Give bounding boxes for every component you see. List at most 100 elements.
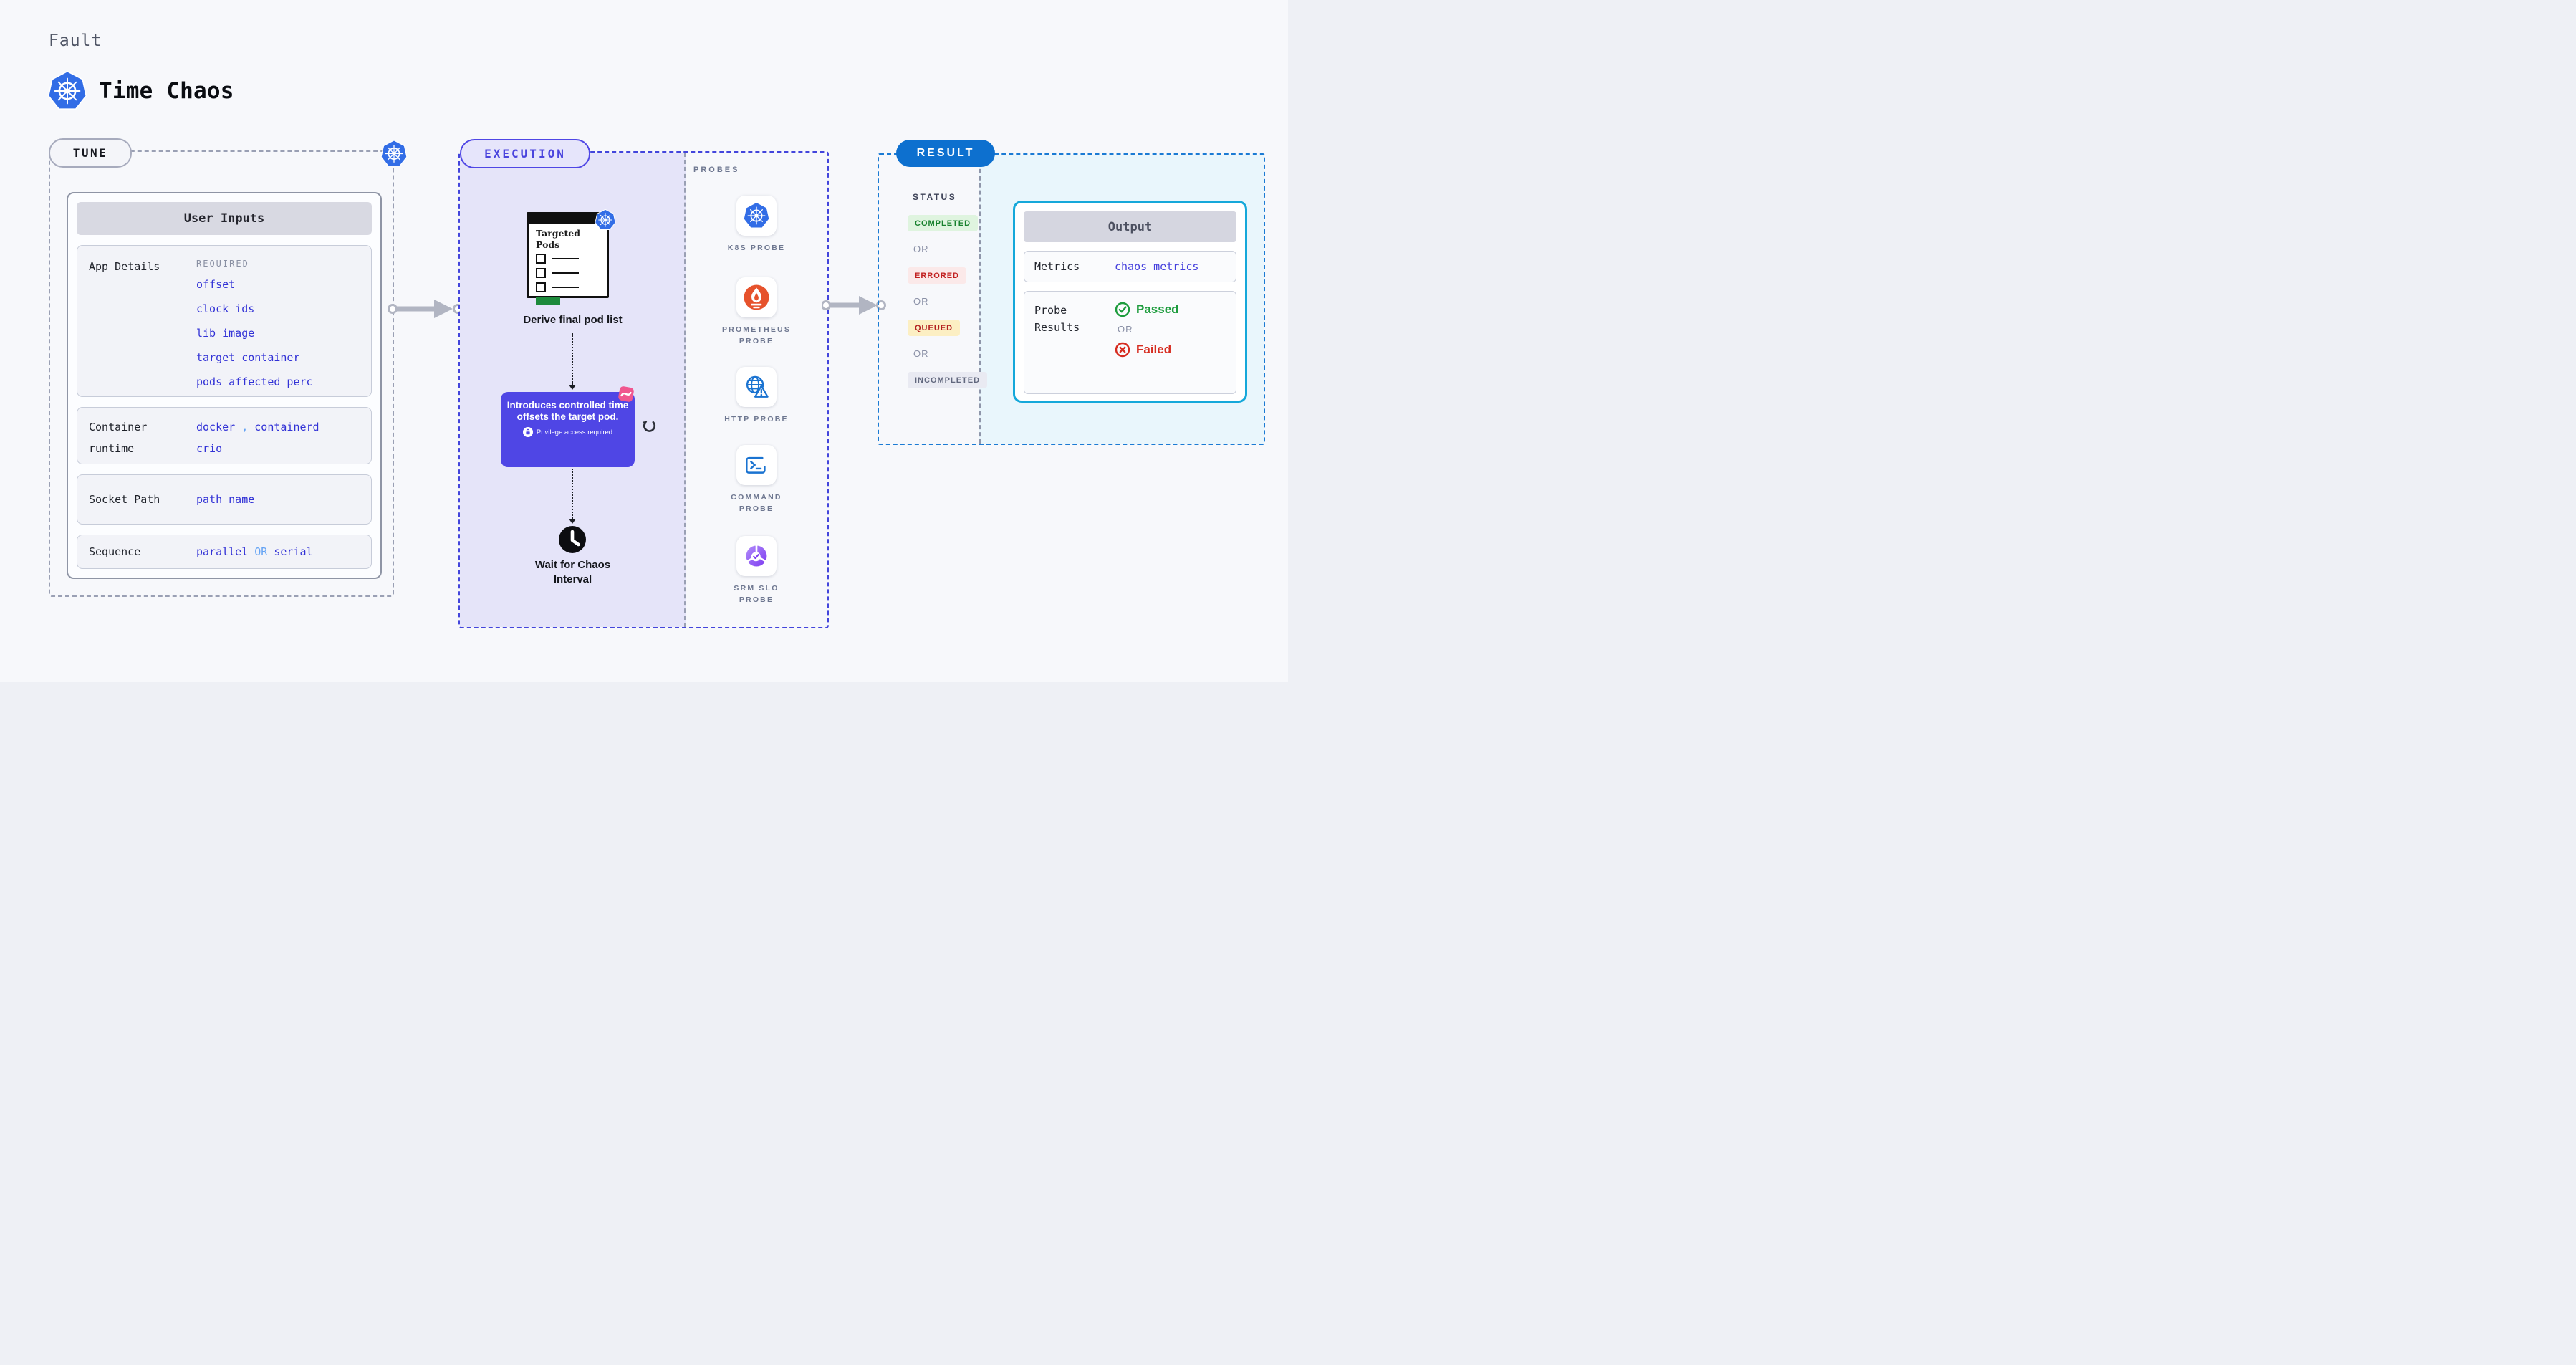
time-chaos-diagram: Fault Time Chaos TUNE User Inputs App De… bbox=[0, 0, 1288, 682]
page-title: Time Chaos bbox=[99, 78, 234, 104]
metrics-row: Metrics chaos metrics bbox=[1024, 251, 1236, 282]
page-title-row: Time Chaos bbox=[47, 70, 234, 112]
check-circle-icon bbox=[1115, 302, 1130, 317]
passed-result: Passed bbox=[1115, 302, 1179, 317]
wait-chaos-interval-label: Wait for Chaos Interval bbox=[460, 558, 686, 588]
execution-section: EXECUTION Targeted Pods Derive final pod… bbox=[458, 139, 829, 628]
passed-label: Passed bbox=[1136, 302, 1179, 316]
tooltip-note: Privilege access required bbox=[506, 427, 629, 438]
or-label: OR bbox=[913, 244, 929, 254]
command-probe-card bbox=[736, 445, 777, 485]
container-runtime-group: Container runtime docker , containerd cr… bbox=[77, 407, 372, 464]
group-label: Sequence bbox=[89, 545, 141, 558]
user-inputs-card: User Inputs App Details REQUIRED offset … bbox=[67, 192, 382, 579]
output-title: Output bbox=[1024, 211, 1236, 242]
x-circle-icon bbox=[1115, 342, 1130, 358]
or-label: OR bbox=[913, 296, 929, 307]
app-details-values: REQUIRED offset clock ids lib image targ… bbox=[196, 256, 313, 388]
dotted-connector bbox=[572, 333, 573, 385]
progress-bar bbox=[536, 297, 560, 305]
lock-icon bbox=[522, 427, 533, 438]
status-badge-completed: COMPLETED bbox=[908, 215, 979, 231]
runtime-line-1: docker , containerd bbox=[196, 416, 319, 438]
param-pods-affected-perc: pods affected perc bbox=[196, 375, 313, 388]
flow-arrow-execution-to-result bbox=[822, 296, 886, 315]
output-card: Output Metrics chaos metrics Probe Resul… bbox=[1013, 201, 1247, 403]
slo-donut-icon bbox=[743, 542, 770, 570]
group-label: Socket Path bbox=[89, 493, 160, 506]
loop-icon bbox=[643, 421, 656, 432]
param-clock-ids: clock ids bbox=[196, 302, 255, 315]
wait-line-2: Interval bbox=[553, 573, 592, 586]
kubernetes-icon bbox=[380, 139, 408, 168]
param-offset: offset bbox=[196, 278, 236, 291]
metrics-label: Metrics bbox=[1034, 260, 1080, 273]
checkbox-icon bbox=[536, 282, 546, 293]
runtime-values: docker , containerd crio bbox=[196, 416, 319, 455]
http-probe-card bbox=[736, 367, 777, 407]
terminal-icon bbox=[743, 451, 770, 479]
kubernetes-icon bbox=[743, 201, 770, 230]
flow-arrow-tune-to-execution bbox=[388, 297, 463, 320]
param-serial: serial bbox=[274, 545, 313, 558]
tune-section: TUNE User Inputs App Details REQUIRED of… bbox=[49, 138, 394, 597]
param-crio: crio bbox=[196, 442, 223, 455]
list-line bbox=[552, 287, 579, 289]
pod-list-item bbox=[536, 254, 600, 264]
param-containerd: containerd bbox=[254, 421, 319, 434]
tune-badge: TUNE bbox=[49, 138, 132, 168]
globe-warning-icon bbox=[743, 373, 770, 401]
pod-card-titlebar bbox=[529, 214, 607, 224]
group-label: Container runtime bbox=[89, 421, 148, 455]
derive-pod-list-label: Derive final pod list bbox=[523, 314, 623, 326]
status-list: COMPLETED OR ERRORED OR QUEUED OR INCOMP… bbox=[908, 215, 988, 388]
clock-icon bbox=[559, 526, 586, 553]
result-badge: RESULT bbox=[896, 140, 995, 167]
kubernetes-icon bbox=[595, 209, 616, 231]
param-parallel: parallel bbox=[196, 545, 249, 558]
status-divider bbox=[979, 155, 981, 444]
arrow-head-down bbox=[569, 385, 576, 390]
group-label: App Details bbox=[89, 260, 160, 273]
socket-path-group: Socket Path path name bbox=[77, 474, 372, 525]
tooltip-text: Introduces controlled time offsets the t… bbox=[506, 400, 629, 423]
required-tag: REQUIRED bbox=[196, 259, 249, 269]
k8s-probe-card bbox=[736, 196, 777, 236]
probe-label: SRM SLO PROBE bbox=[734, 584, 779, 604]
srm-slo-probe-card bbox=[736, 536, 777, 576]
prometheus-icon bbox=[743, 284, 770, 311]
tooltip-note-text: Privilege access required bbox=[536, 428, 613, 436]
or-separator: OR bbox=[254, 545, 268, 558]
dotted-connector bbox=[572, 469, 573, 519]
param-docker: docker bbox=[196, 421, 236, 434]
chaos-icon bbox=[618, 386, 634, 402]
list-line bbox=[552, 258, 579, 260]
targeted-pods-card: Targeted Pods bbox=[527, 212, 609, 305]
result-section: RESULT STATUS COMPLETED OR ERRORED OR QU… bbox=[878, 140, 1265, 445]
probe-label: HTTP PROBE bbox=[724, 415, 789, 423]
app-details-group: App Details REQUIRED offset clock ids li… bbox=[77, 245, 372, 397]
pod-list-item bbox=[536, 268, 600, 279]
param-target-container: target container bbox=[196, 351, 300, 364]
or-label: OR bbox=[913, 348, 929, 359]
status-badge-errored: ERRORED bbox=[908, 267, 967, 284]
comma-separator: , bbox=[241, 421, 249, 434]
param-lib-image: lib image bbox=[196, 327, 255, 340]
checkbox-icon bbox=[536, 268, 546, 279]
sequence-values: parallel OR serial bbox=[196, 541, 313, 562]
or-label: OR bbox=[1118, 324, 1133, 335]
sequence-group: Sequence parallel OR serial bbox=[77, 535, 372, 569]
status-badge-incompleted: INCOMPLETED bbox=[908, 372, 988, 388]
probes-heading: PROBES bbox=[693, 166, 740, 174]
failed-label: Failed bbox=[1136, 343, 1172, 356]
probe-results-label: Probe Results bbox=[1034, 304, 1080, 334]
probe-results-row: Probe Results Passed OR Failed bbox=[1024, 291, 1236, 394]
execution-badge: EXECUTION bbox=[460, 139, 590, 168]
probe-label: K8S PROBE bbox=[727, 244, 786, 252]
probe-results-values: Passed OR Failed bbox=[1115, 302, 1179, 393]
probe-label: PROMETHEUS PROBE bbox=[721, 325, 792, 345]
probe-label: COMMAND PROBE bbox=[731, 493, 782, 513]
failed-result: Failed bbox=[1115, 342, 1179, 358]
param-path-name: path name bbox=[196, 493, 255, 506]
status-heading: STATUS bbox=[913, 192, 957, 202]
